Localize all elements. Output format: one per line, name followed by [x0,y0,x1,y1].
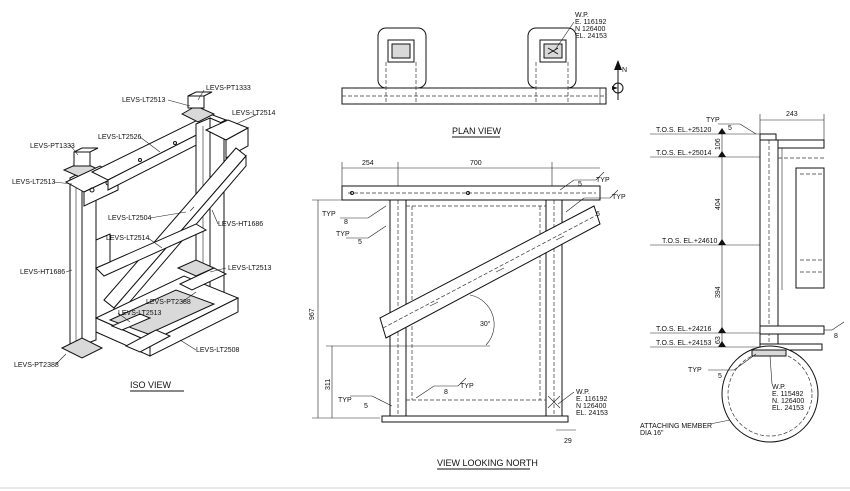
north-weld-5c: 5 [364,403,368,410]
iso-label-lt2508: LEVS-LT2508 [196,347,240,354]
iso-label-pt1333-top: LEVS-PT1333 [206,85,251,92]
plan-wp-e: E. 116192 [575,19,607,26]
plan-view: W.P. E. 116192 N 126400 EL. 24153 N PLAN… [341,12,627,138]
north-base-plate [381,415,569,423]
side-tos-1: T.O.S. EL.+25120 [656,127,712,134]
side-wp-e: E. 115492 [772,391,804,398]
north-dim-254: 254 [362,160,374,167]
side-dim-63: 63 [715,336,722,344]
iso-right-post [187,95,205,109]
north-wp-label: W.P. [576,389,590,396]
north-weld-6: 6 [596,211,600,218]
plan-wp-el: EL. 24153 [575,33,607,40]
side-tos-2: T.O.S. EL.+25014 [656,150,712,157]
north-weld-8a: 8 [344,219,348,226]
iso-label-ht1686-left: LEVS-HT1686 [20,269,65,276]
iso-mid-member [95,223,208,277]
iso-right-cap [180,105,216,123]
north-dim-700: 700 [470,160,482,167]
plan-view-title: PLAN VIEW [452,126,502,136]
north-wp-e: E. 116192 [576,396,608,403]
north-view-title: VIEW LOOKING NORTH [437,458,538,468]
north-typ-4: TYP [336,231,350,238]
side-beam [795,167,825,289]
iso-label-lt2513-right: LEVS-LT2513 [228,265,272,272]
side-tos-5: T.O.S. EL.+24153 [656,340,712,347]
plan-wp-label: W.P. [575,12,589,19]
north-typ-3: TYP [322,211,336,218]
north-typ-6: TYP [460,383,474,390]
side-tos-4: T.O.S. EL.+24216 [656,326,712,333]
north-weld-5a: 5 [578,181,582,188]
iso-label-lt2514-top: LEVS-LT2514 [232,110,276,117]
plan-north-label: N [622,67,627,74]
north-dim-967: 967 [309,308,316,320]
iso-view: LEVS-PT1333 LEVS-LT2513 LEVS-LT2514 LEVS… [12,85,276,392]
side-dim-404: 404 [715,198,722,210]
iso-label-lt2513-bottom: LEVS-LT2513 [118,310,162,317]
north-view: 254 700 30° 967 [309,160,626,470]
side-typ-2: TYP [688,367,702,374]
side-dim-394: 394 [715,286,722,298]
side-attach-1: ATTACHING MEMBER [640,423,712,430]
iso-label-lt2504: LEVS-LT2504 [108,215,152,222]
iso-label-lt2514-mid: LEVS-LT2514 [106,235,150,242]
side-tos-3: T.O.S. EL.+24610 [662,238,718,245]
iso-label-pt1333-left: LEVS-PT1333 [30,143,75,150]
iso-left-post [73,151,91,167]
iso-label-lt2526: LEVS-LT2526 [98,134,142,141]
side-wp-el: EL. 24153 [772,405,804,412]
side-dim-243: 243 [786,111,798,118]
iso-label-ht1686-right: LEVS-HT1686 [218,221,263,228]
north-diagonal-brace [379,205,601,339]
north-dim-29: 29 [564,438,572,445]
side-weld-5: 5 [728,125,732,132]
side-weld-8: 8 [834,333,838,340]
side-attach-2: DIA 16" [640,430,664,437]
north-arrow-icon [612,60,624,100]
plan-wp-n: N 126400 [575,26,605,33]
north-angle: 30° [480,320,491,328]
north-typ-2: TYP [612,194,626,201]
side-attaching-pipe [721,345,819,443]
iso-label-lt2513-left: LEVS-LT2513 [12,179,56,186]
side-weld-5b: 5 [718,373,722,380]
iso-label-pt2388-bottom: LEVS-PT2388 [14,362,59,369]
north-typ-1: TYP [596,177,610,184]
iso-label-lt2513-top: LEVS-LT2513 [122,97,166,104]
north-wp-el: EL. 24153 [576,410,608,417]
north-weld-5b: 5 [358,239,362,246]
north-weld-8b: 8 [444,389,448,396]
north-typ-5: TYP [338,397,352,404]
iso-left-foot [60,337,104,359]
side-typ-1: TYP [706,117,720,124]
side-wp-label: W.P. [772,384,786,391]
north-dim-311: 311 [325,379,332,390]
side-dim-106: 106 [715,138,722,150]
north-wp-n: N 126400 [576,403,606,410]
iso-view-title: ISO VIEW [130,380,172,390]
iso-label-pt2388-mid: LEVS-PT2388 [146,299,191,306]
side-wp-n: N. 126400 [772,398,804,405]
side-view: 243 T.O.S. EL.+25120 T.O.S. [640,111,845,443]
